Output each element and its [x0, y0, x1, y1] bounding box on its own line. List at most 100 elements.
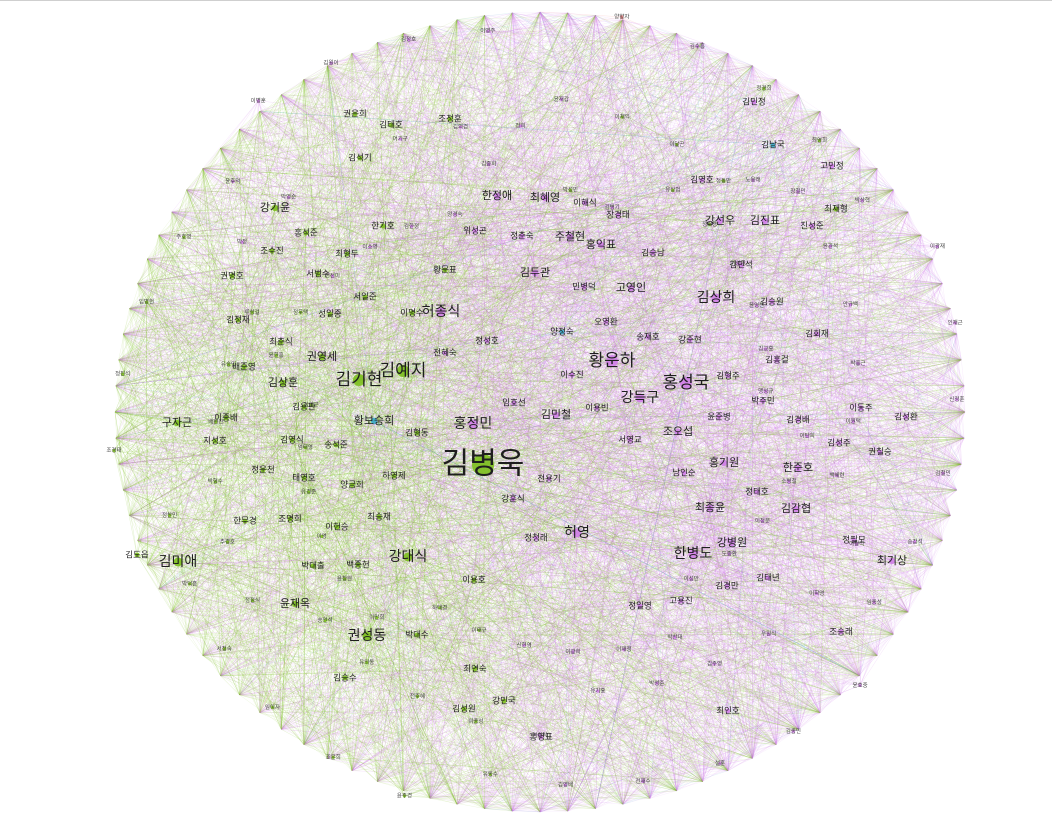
graph-edge	[440, 311, 651, 799]
graph-edge	[147, 379, 360, 566]
graph-edge	[544, 197, 841, 695]
graph-edge	[544, 197, 951, 309]
graph-edge	[303, 477, 624, 805]
graph-edge	[303, 79, 442, 313]
graph-edge	[303, 406, 841, 696]
graph-edge	[123, 333, 404, 372]
graph-edge	[402, 370, 966, 413]
graph-edge	[685, 283, 943, 384]
graph-edge	[611, 65, 753, 362]
graph-edge	[118, 220, 766, 361]
graph-edge	[567, 542, 733, 812]
graph-edge	[114, 236, 571, 413]
graph-edge	[482, 359, 962, 466]
graph-edge	[709, 411, 966, 509]
graph-edge	[303, 556, 409, 745]
graph-edge	[239, 128, 733, 544]
graph-edge	[366, 15, 596, 637]
graph-edge	[534, 272, 933, 566]
graph-edge	[676, 33, 711, 509]
graph-edge	[171, 211, 717, 299]
graph-edge	[373, 420, 729, 771]
graph-edge	[186, 189, 474, 425]
graph-edge	[147, 236, 571, 566]
graph-edge	[378, 516, 513, 812]
graph-edge	[403, 311, 442, 791]
graph-edge	[402, 234, 922, 372]
graph-edge	[303, 516, 380, 745]
graph-edge	[555, 211, 909, 416]
graph-edge	[511, 220, 721, 812]
graph-edge	[709, 507, 799, 730]
graph-edge	[147, 382, 687, 566]
graph-edge	[534, 272, 799, 730]
graph-edge	[137, 283, 360, 381]
graph-edge	[259, 414, 557, 713]
graph-edge	[482, 128, 841, 466]
graph-edge	[482, 283, 943, 466]
graph-edge	[723, 462, 943, 541]
graph-edge	[282, 283, 943, 384]
graph-edge	[544, 197, 962, 465]
graph-edge	[171, 516, 380, 613]
graph-edge	[600, 234, 922, 246]
graph-edge	[327, 65, 380, 518]
graph-edge	[709, 189, 894, 509]
graph-edge	[271, 250, 933, 566]
graph-edge	[321, 356, 894, 635]
graph-edge	[484, 462, 725, 809]
graph-edge	[567, 467, 799, 812]
graph-edge	[220, 423, 474, 676]
graph-edge	[118, 359, 404, 372]
graph-edge	[176, 189, 894, 424]
graph-edge	[158, 234, 893, 562]
graph-edge	[484, 431, 679, 809]
graph-edge	[321, 33, 404, 358]
graph-edge	[440, 311, 753, 759]
graph-edge	[239, 128, 721, 222]
graph-edge	[407, 556, 777, 745]
graph-edge	[407, 19, 458, 558]
graph-edge	[123, 236, 571, 335]
graph-edge	[186, 189, 282, 343]
graph-edge	[327, 65, 442, 313]
graph-edge	[115, 297, 717, 439]
graph-edge	[403, 397, 641, 791]
graph-edge	[611, 283, 943, 362]
graph-edge	[429, 197, 546, 799]
graph-edge	[176, 148, 860, 424]
graph-edge	[239, 382, 284, 695]
graph-edge	[685, 382, 821, 713]
graph-edge	[137, 283, 711, 509]
graph-edge	[147, 370, 404, 566]
graph-edge	[402, 168, 878, 372]
graph-edge	[377, 42, 442, 313]
graph-edge	[393, 475, 909, 613]
graph-edge	[271, 33, 677, 252]
graph-edge	[719, 220, 878, 656]
graph-edge	[114, 411, 178, 424]
graph-edge	[147, 379, 360, 566]
graph-edge	[456, 19, 725, 464]
graph-edge	[294, 42, 378, 605]
graph-edge	[440, 11, 541, 313]
graph-edge	[186, 189, 733, 544]
graph-edge	[440, 311, 569, 812]
graph-edge	[115, 250, 273, 439]
graph-edge	[539, 287, 632, 813]
graph-edge	[118, 297, 717, 465]
graph-edge	[176, 129, 240, 424]
graph-edge	[281, 94, 893, 562]
graph-edge	[539, 560, 893, 813]
graph-edge	[595, 382, 687, 809]
graph-edge	[567, 287, 632, 812]
graph-edge	[158, 561, 179, 590]
graph-edge	[692, 111, 821, 555]
graph-edge	[147, 561, 179, 566]
graph-edge	[176, 308, 951, 424]
graph-edge	[677, 333, 957, 433]
graph-edge	[731, 542, 821, 713]
graph-edge	[321, 356, 485, 809]
graph-edge	[511, 12, 578, 534]
graph-edge	[129, 297, 717, 516]
